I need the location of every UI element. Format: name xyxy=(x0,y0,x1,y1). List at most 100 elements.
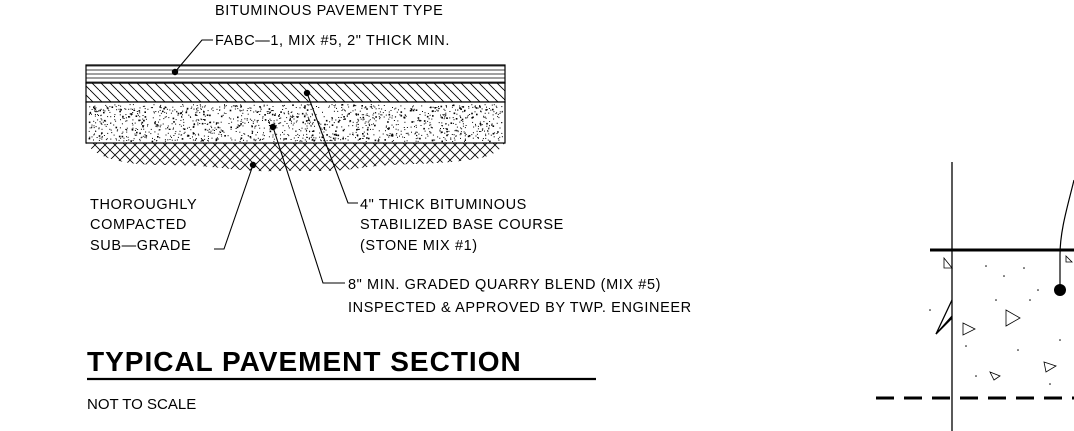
stipple-dot xyxy=(444,138,446,140)
stipple-dot xyxy=(175,123,177,125)
stipple-dot xyxy=(409,109,412,112)
stipple-dot xyxy=(240,138,242,140)
stipple-dot xyxy=(284,130,286,132)
stipple-dot xyxy=(201,139,203,141)
stipple-dot xyxy=(282,105,284,106)
curb-break-line xyxy=(935,162,953,431)
stipple-dot xyxy=(393,126,394,128)
stipple-dot xyxy=(101,136,103,138)
stipple-dot xyxy=(241,110,243,112)
stipple-dot xyxy=(259,138,261,140)
stipple-dot xyxy=(136,134,138,136)
stipple-dot xyxy=(479,123,482,125)
stipple-dot xyxy=(461,128,463,130)
stipple-dot xyxy=(443,137,445,138)
stipple-dot xyxy=(132,104,134,106)
stipple-dot xyxy=(352,132,354,134)
stipple-dot xyxy=(237,116,239,119)
stipple-dot xyxy=(251,125,253,128)
stipple-dot xyxy=(282,109,284,110)
stipple-dot xyxy=(362,135,364,137)
stipple-dot xyxy=(349,133,351,135)
stipple-dot xyxy=(352,121,354,123)
stipple-dot xyxy=(429,132,431,134)
stipple-dot xyxy=(122,115,124,118)
stipple-dot xyxy=(233,118,234,120)
stipple-dot xyxy=(125,117,127,119)
stipple-dot xyxy=(220,121,222,123)
stipple-dot xyxy=(482,138,484,140)
stipple-dot xyxy=(460,137,461,139)
stipple-dot xyxy=(296,116,298,118)
stipple-dot xyxy=(369,119,371,121)
stipple-dot xyxy=(273,138,275,140)
stipple-dot xyxy=(134,133,136,135)
stipple-dot xyxy=(460,108,462,110)
stipple-dot xyxy=(489,140,491,143)
stipple-dot xyxy=(488,108,490,109)
stipple-dot xyxy=(134,130,136,131)
stipple-dot xyxy=(268,121,270,123)
stipple-dot xyxy=(365,121,367,123)
stipple-dot xyxy=(388,135,390,137)
stipple-dot xyxy=(95,126,97,128)
stipple-dot xyxy=(379,117,381,119)
stipple-dot xyxy=(305,130,307,132)
stipple-dot xyxy=(368,137,370,140)
stipple-dot xyxy=(225,113,227,114)
stipple-dot xyxy=(242,121,244,123)
stipple-dot xyxy=(124,108,126,110)
stipple-dot xyxy=(485,109,487,111)
stipple-dot xyxy=(257,137,259,139)
stipple-dot xyxy=(404,121,406,123)
stipple-dot xyxy=(415,131,417,133)
stipple-dot xyxy=(390,110,392,111)
stipple-dot xyxy=(501,106,503,108)
stipple-dot xyxy=(395,128,397,130)
stipple-dot xyxy=(337,121,340,123)
stipple-dot xyxy=(237,124,239,126)
stipple-dot xyxy=(267,111,269,113)
stipple-dot xyxy=(283,112,285,114)
stipple-dot xyxy=(335,137,337,139)
stipple-dot xyxy=(417,137,419,139)
stipple-dot xyxy=(331,140,333,142)
stipple-dot xyxy=(370,106,372,108)
stipple-dot xyxy=(462,123,464,125)
stipple-dot xyxy=(472,106,474,108)
stipple-dot xyxy=(159,109,161,111)
stipple-dot xyxy=(145,137,147,139)
stipple-dot xyxy=(356,128,358,131)
stipple-dot xyxy=(452,141,454,142)
stipple-dot xyxy=(231,139,233,141)
stipple-dot xyxy=(182,128,184,130)
stipple-dot xyxy=(90,111,92,113)
stipple-dot xyxy=(152,107,153,109)
stipple-dot xyxy=(240,123,242,125)
stipple-dot xyxy=(88,137,91,140)
stipple-dot xyxy=(464,127,466,129)
stipple-dot xyxy=(207,139,209,141)
stipple-dot xyxy=(417,140,419,142)
stipple-dot xyxy=(308,119,310,121)
stipple-dot xyxy=(455,130,457,132)
stipple-dot xyxy=(207,123,209,125)
stipple-dot xyxy=(429,131,431,132)
stipple-dot xyxy=(393,120,395,121)
stipple-dot xyxy=(93,125,95,127)
stipple-dot xyxy=(305,112,307,114)
stipple-dot xyxy=(453,119,455,121)
stipple-dot xyxy=(493,111,495,113)
stipple-dot xyxy=(199,112,201,114)
stipple-dot xyxy=(188,126,190,128)
stipple-dot xyxy=(476,130,478,132)
stipple-dot xyxy=(93,107,96,110)
stipple-dot xyxy=(88,114,90,116)
stipple-dot xyxy=(251,133,253,134)
stipple-dot xyxy=(182,104,184,106)
stipple-dot xyxy=(386,134,388,136)
stipple-dot xyxy=(309,131,311,133)
stipple-dot xyxy=(499,136,501,138)
stipple-dot xyxy=(259,106,261,108)
stipple-dot xyxy=(115,120,117,122)
